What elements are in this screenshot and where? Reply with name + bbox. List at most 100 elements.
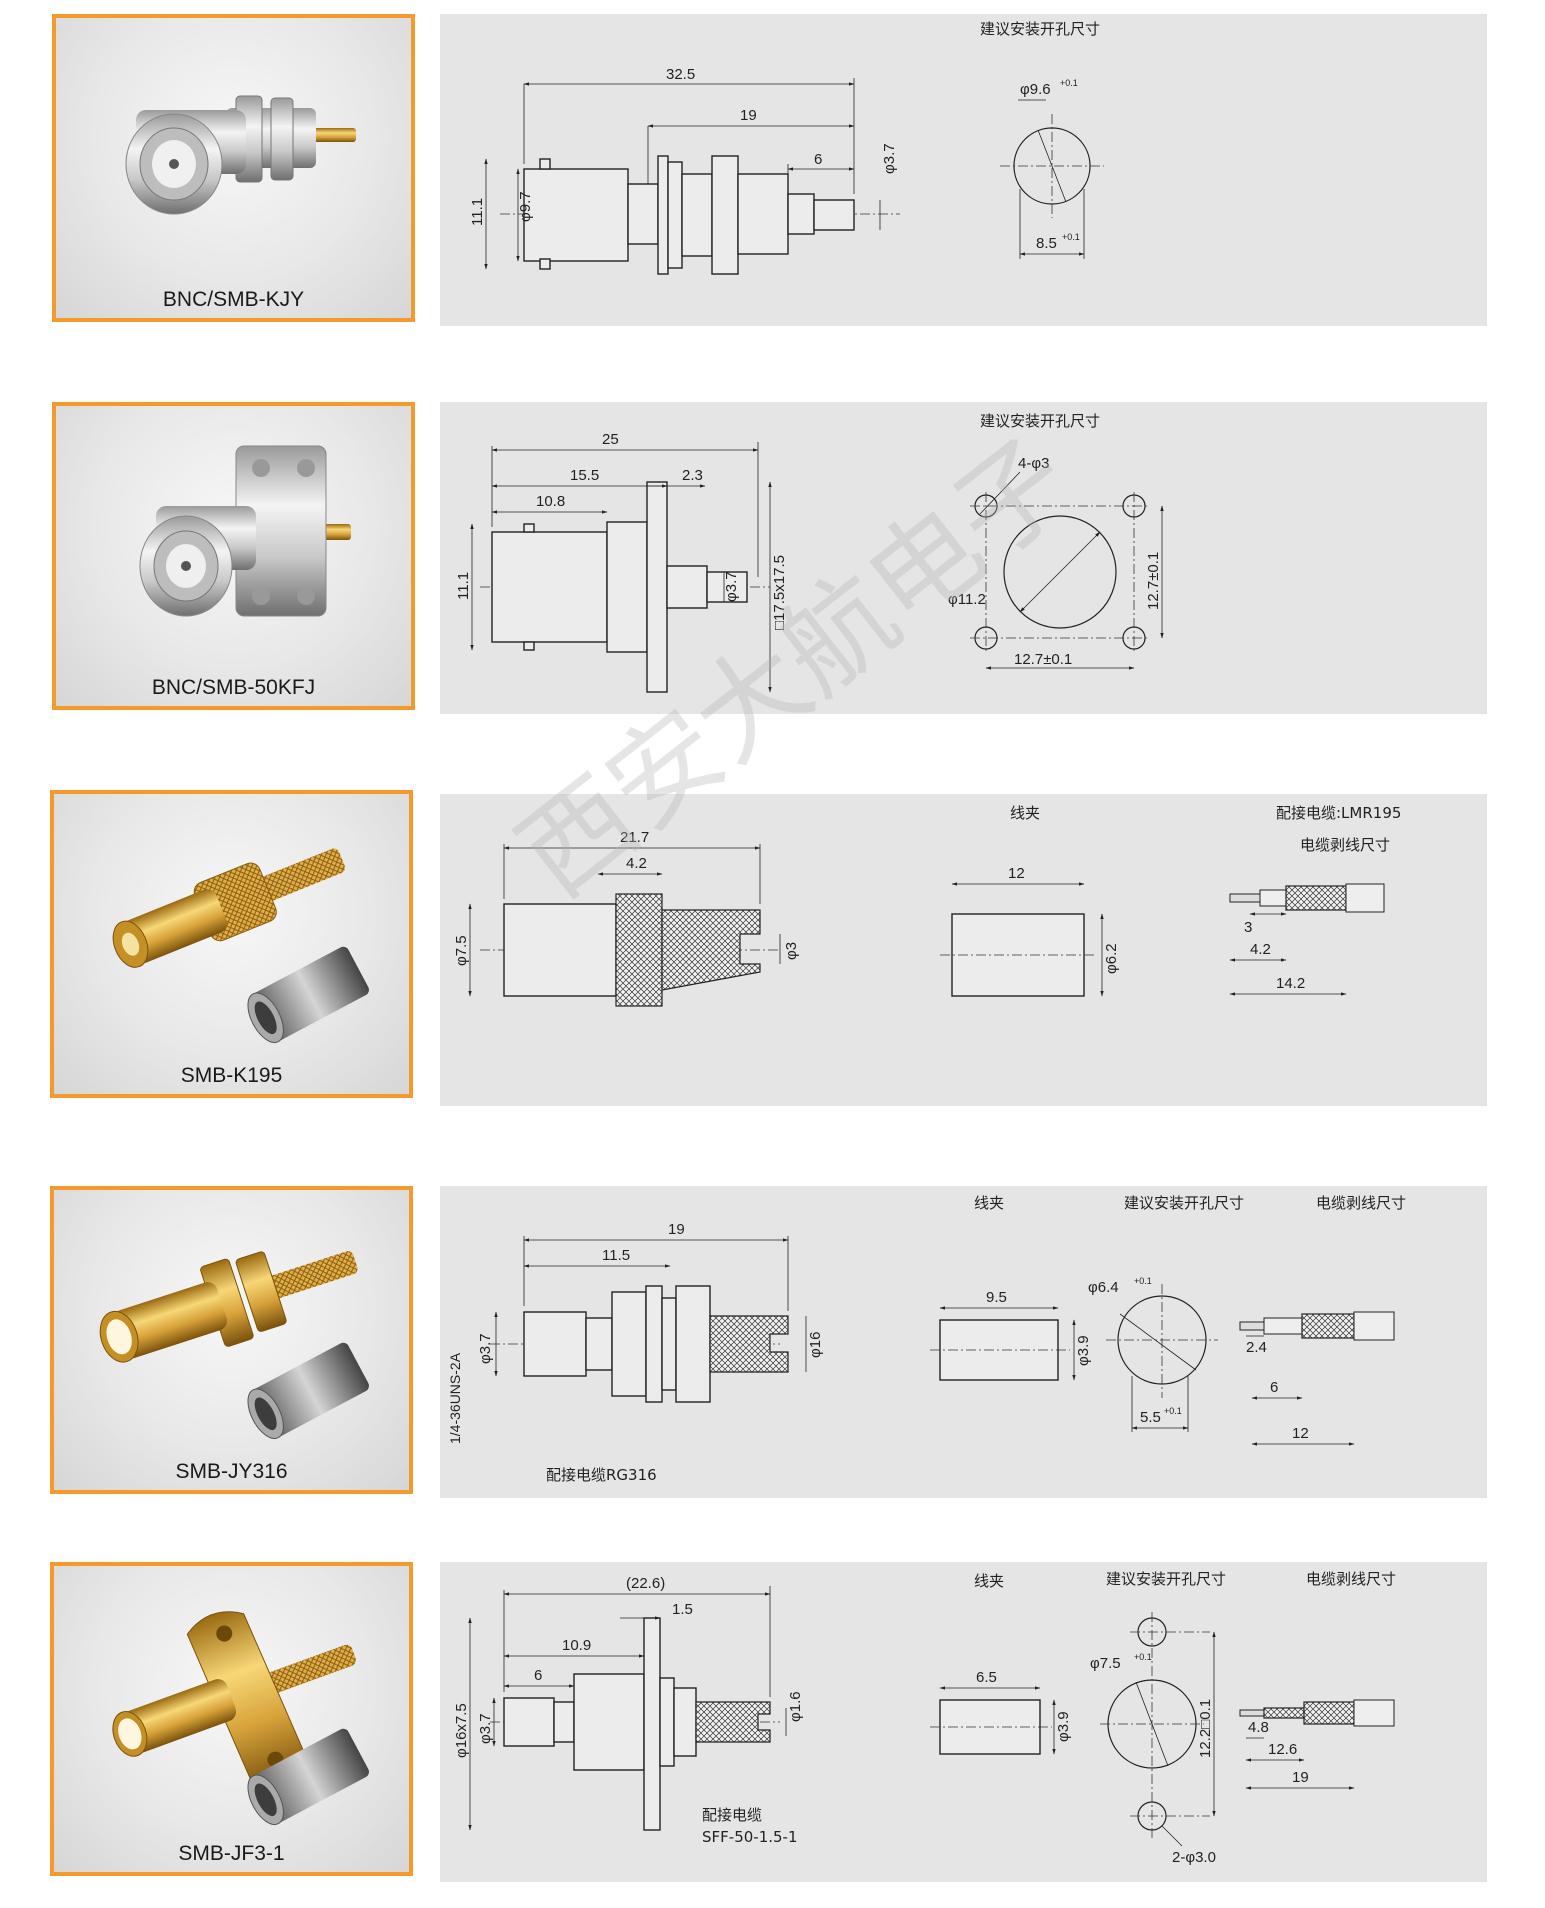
connector-illustration [99, 1251, 369, 1440]
strip-label: 电缆剥线尺寸 [1300, 836, 1390, 854]
dim-length-total: 21.7 [620, 829, 649, 846]
dim-length-total: (22.6) [626, 1575, 665, 1592]
dim-length-total: 25 [602, 431, 619, 448]
strip-label: 电缆剥线尺寸 [1316, 1194, 1406, 1212]
strip-a: 2.4 [1246, 1339, 1267, 1356]
holes-spec: 4-φ3 [1018, 455, 1049, 472]
dim-pin-diameter: φ3.7 [881, 143, 898, 174]
dim-height: 11.1 [469, 198, 486, 226]
product-photo: BNC/SMB-50KFJ [52, 402, 415, 710]
clamp-diameter: φ3.9 [1055, 1711, 1072, 1742]
product-row-1: BNC/SMB-KJY 建议安装开孔尺寸 32.5 19 6 [0, 14, 1545, 334]
technical-drawing-panel: 建议安装开孔尺寸 32.5 19 6 φ3.7 [440, 14, 1487, 326]
hole-diameter: φ6.4 [1088, 1279, 1119, 1296]
connector-illustration [125, 95, 356, 215]
clamp-diameter: φ3.9 [1075, 1335, 1092, 1366]
dim-pin-diameter: φ3.7 [723, 571, 740, 602]
dim-length-a: 11.5 [602, 1247, 630, 1264]
dim-flange: □17.5x17.5 [771, 555, 788, 630]
product-caption: SMB-JY316 [175, 1460, 288, 1483]
dim-length-rear: 6 [814, 151, 822, 168]
pitch: 12.2□0.1 [1197, 1699, 1214, 1758]
technical-drawing-panel: 建议安装开孔尺寸 25 15.5 10.8 2.3 11.1 φ3.7 □17.… [440, 402, 1487, 714]
product-caption: BNC/SMB-50KFJ [151, 676, 316, 699]
flat-tolerance: +0.1 [1164, 1406, 1182, 1416]
strip-c: 19 [1292, 1769, 1309, 1786]
strip-b: 6 [1270, 1379, 1278, 1396]
cable-label: 配接电缆 [702, 1806, 762, 1824]
hole-tolerance: +0.1 [1060, 78, 1078, 88]
product-row-2: BNC/SMB-50KFJ 建议安装开孔尺寸 25 15.5 10.8 2.3 … [0, 402, 1545, 722]
technical-drawing: 线夹 建议安装开孔尺寸 电缆剥线尺寸 (22.6) 1.5 10.9 6 φ16… [453, 1570, 1396, 1866]
clamp-length: 6.5 [976, 1669, 997, 1686]
cable-label: 配接电缆:LMR195 [1276, 804, 1401, 822]
strip-label: 电缆剥线尺寸 [1306, 1570, 1396, 1588]
holes-spec: 2-φ3.0 [1172, 1849, 1216, 1866]
dim-length-a: 4.2 [626, 855, 647, 872]
strip-a: 4.8 [1248, 1719, 1269, 1736]
cable-model: SFF-50-1.5-1 [702, 1828, 798, 1846]
product-row-3: SMB-K195 线夹 配接电缆:LMR195 电缆剥线尺寸 21.7 4.2 … [0, 790, 1545, 1110]
center-hole-diameter: φ11.2 [948, 591, 986, 608]
hole-diameter: φ7.5 [1090, 1655, 1121, 1672]
clamp-diameter: φ6.2 [1103, 943, 1120, 974]
clamp-label: 线夹 [974, 1194, 1004, 1212]
technical-drawing: 线夹 建议安装开孔尺寸 电缆剥线尺寸 19 11.5 1/4-36UNS-2A … [447, 1194, 1406, 1484]
dim-length-total: 19 [668, 1221, 685, 1238]
mount-label: 建议安装开孔尺寸 [1124, 1194, 1244, 1212]
dim-body-diameter: φ7.5 [453, 935, 470, 966]
dim-flange-thickness: 1.5 [672, 1601, 693, 1618]
product-photo: SMB-JY316 [50, 1186, 413, 1494]
hole-tolerance: +0.1 [1134, 1276, 1152, 1286]
dim-length-a: 15.5 [570, 467, 599, 484]
strip-b: 12.6 [1268, 1741, 1297, 1758]
flat-tolerance: +0.1 [1062, 232, 1080, 242]
product-photo: SMB-K195 [50, 790, 413, 1098]
dim-length-total: 32.5 [666, 66, 695, 83]
product-photo: BNC/SMB-KJY [52, 14, 415, 322]
clamp-label: 线夹 [974, 1572, 1004, 1590]
product-caption: SMB-K195 [180, 1064, 283, 1087]
clamp-length: 9.5 [986, 1289, 1007, 1306]
product-row-4: SMB-JY316 线夹 建议安装开孔尺寸 电缆剥线尺寸 19 11.5 1/4… [0, 1186, 1545, 1506]
connector-illustration [139, 445, 351, 617]
pitch-vertical: 12.7±0.1 [1145, 552, 1162, 610]
dim-tail-diameter: φ16 [807, 1332, 824, 1358]
hole-flat: 5.5 [1140, 1409, 1161, 1426]
dim-pin-diameter: φ3.7 [477, 1713, 494, 1744]
strip-b: 4.2 [1250, 941, 1271, 958]
mount-label: 建议安装开孔尺寸 [1106, 1570, 1226, 1588]
clamp-length: 12 [1008, 865, 1025, 882]
hole-diameter: φ9.6 [1020, 81, 1051, 98]
dim-tail-diameter: φ1.6 [787, 1691, 804, 1722]
strip-a: 3 [1244, 919, 1252, 936]
dim-length-mid: 19 [740, 107, 757, 124]
technical-drawing-panel: 线夹 建议安装开孔尺寸 电缆剥线尺寸 19 11.5 1/4-36UNS-2A … [440, 1186, 1487, 1498]
technical-drawing: 线夹 配接电缆:LMR195 电缆剥线尺寸 21.7 4.2 φ7.5 φ3 1… [453, 804, 1401, 1007]
dim-length-c: 2.3 [682, 467, 703, 484]
connector-illustration [112, 1611, 369, 1826]
technical-drawing: 建议安装开孔尺寸 32.5 19 6 φ3.7 [469, 20, 1104, 275]
dim-thread: 1/4-36UNS-2A [447, 1352, 463, 1444]
strip-c: 14.2 [1276, 975, 1305, 992]
dim-length-b: 10.8 [536, 493, 565, 510]
product-caption: SMB-JF3-1 [178, 1842, 285, 1865]
dim-length-b: 6 [534, 1667, 542, 1684]
hole-flat: 8.5 [1036, 235, 1057, 252]
mount-label: 建议安装开孔尺寸 [980, 412, 1100, 430]
dim-body-diameter: φ9.7 [517, 191, 534, 222]
strip-c: 12 [1292, 1425, 1309, 1442]
clamp-label: 线夹 [1010, 804, 1040, 822]
technical-drawing-panel: 线夹 建议安装开孔尺寸 电缆剥线尺寸 (22.6) 1.5 10.9 6 φ16… [440, 1562, 1487, 1882]
product-row-5: SMB-JF3-1 线夹 建议安装开孔尺寸 电缆剥线尺寸 (22.6) 1.5 … [0, 1562, 1545, 1882]
product-caption: BNC/SMB-KJY [162, 288, 305, 311]
dim-flange: φ16x7.5 [453, 1703, 470, 1758]
technical-drawing: 建议安装开孔尺寸 25 15.5 10.8 2.3 11.1 φ3.7 □17.… [455, 412, 1164, 693]
hole-tolerance: +0.1 [1134, 1652, 1152, 1662]
connector-illustration [112, 848, 369, 1044]
dim-pin-diameter: φ3.7 [477, 1333, 494, 1364]
mount-label: 建议安装开孔尺寸 [980, 20, 1100, 38]
cable-label: 配接电缆RG316 [546, 1466, 657, 1484]
technical-drawing-panel: 线夹 配接电缆:LMR195 电缆剥线尺寸 21.7 4.2 φ7.5 φ3 1… [440, 794, 1487, 1106]
pitch-horizontal: 12.7±0.1 [1014, 651, 1072, 668]
